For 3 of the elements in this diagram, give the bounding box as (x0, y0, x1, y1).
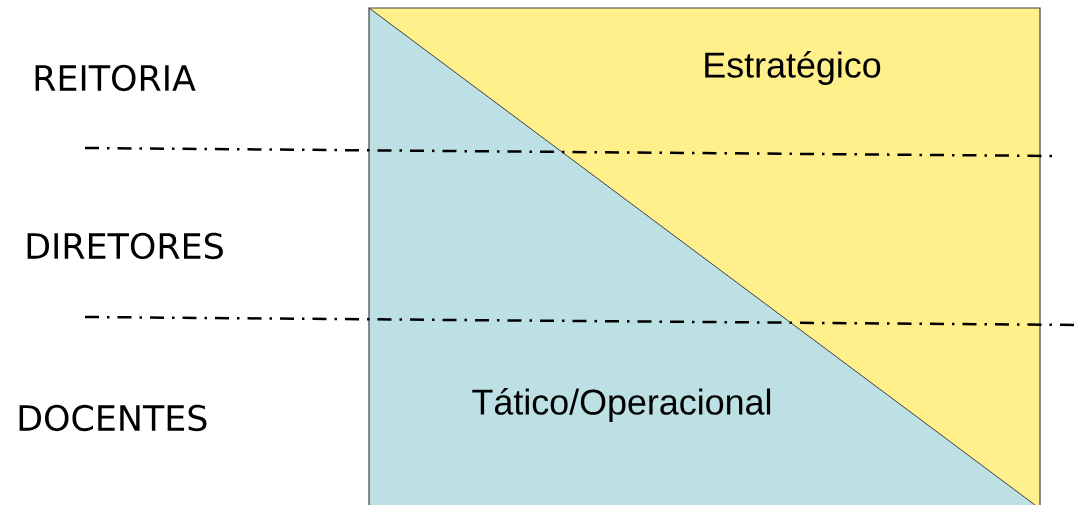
level-label: DOCENTES (19, 404, 207, 432)
level-label: REITORIA (35, 64, 196, 92)
level-label: DIRETORES (27, 232, 223, 260)
